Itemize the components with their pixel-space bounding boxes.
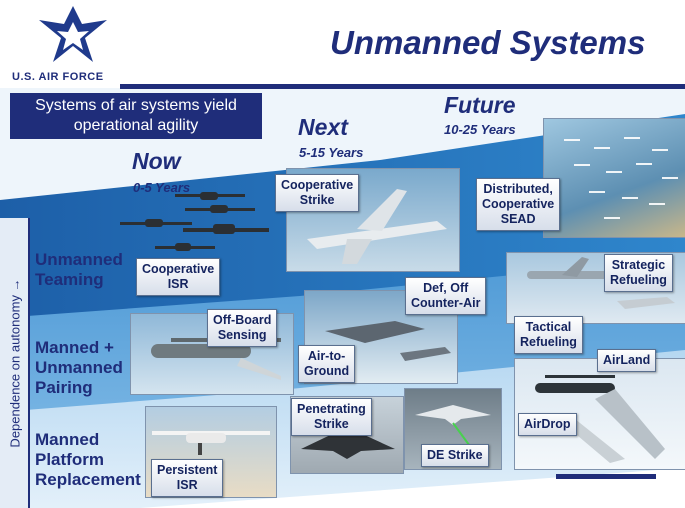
drone-formation-image xyxy=(120,192,269,251)
label-tactical-refueling: Tactical Refueling xyxy=(514,316,583,354)
label-line: Ground xyxy=(304,364,350,378)
label-line: Cooperative xyxy=(142,262,215,276)
cooperative-strike-drone-icon xyxy=(307,189,447,264)
label-line: Penetrating xyxy=(297,402,366,416)
label-line: Air-to- xyxy=(307,349,346,363)
label-off-board-sensing: Off-Board Sensing xyxy=(207,309,278,347)
page-title: Unmanned Systems xyxy=(330,24,646,61)
label-penetrating-strike: Penetrating Strike xyxy=(291,398,372,436)
label-line: ISR xyxy=(176,478,198,492)
row-label-line: Unmanned xyxy=(35,250,123,269)
label-line: Persistent xyxy=(157,463,218,477)
label-line: ISR xyxy=(167,277,189,291)
label-line: Strategic xyxy=(611,258,666,272)
label-line: Cooperative xyxy=(482,197,555,211)
label-line: AirDrop xyxy=(524,417,571,431)
row-label-line: Platform xyxy=(35,450,104,469)
row-label-line: Teaming xyxy=(35,270,104,289)
label-line: Sensing xyxy=(217,328,267,342)
row-label-line: Pairing xyxy=(35,378,93,397)
fighter-jets-icon xyxy=(325,321,451,361)
row-label-line: Unmanned xyxy=(35,358,123,377)
label-cooperative-isr: Cooperative ISR xyxy=(136,258,221,296)
row-label-manned-platform-replacement: Manned Platform Replacement xyxy=(35,430,141,490)
label-line: SEAD xyxy=(500,212,536,226)
drone-swarm-icon xyxy=(564,137,678,219)
label-line: Cooperative xyxy=(281,178,354,192)
footer-rule xyxy=(556,474,656,479)
stage-future-years: 10-25 Years xyxy=(444,122,516,137)
row-label-unmanned-teaming: Unmanned Teaming xyxy=(35,250,123,290)
distributed-sead-image xyxy=(543,118,685,238)
logo-text: U.S. AIR FORCE xyxy=(12,71,104,83)
stage-next-years: 5-15 Years xyxy=(299,145,364,160)
label-cooperative-strike: Cooperative Strike xyxy=(275,174,360,212)
label-de-strike: DE Strike xyxy=(421,444,489,467)
autonomy-axis-bar xyxy=(0,218,30,508)
label-line: AirLand xyxy=(603,353,651,367)
stage-now-years: 0-5 Years xyxy=(133,180,191,195)
label-line: Refueling xyxy=(520,335,577,349)
light-aircraft-icon xyxy=(152,431,270,455)
row-label-line: Manned + xyxy=(35,338,114,357)
stage-future-title: Future xyxy=(444,92,516,118)
label-line: Strike xyxy=(299,193,335,207)
row-label-line: Manned xyxy=(35,430,100,449)
label-airdrop: AirDrop xyxy=(518,413,577,436)
stage-now-title: Now xyxy=(132,148,181,174)
label-strategic-refueling: Strategic Refueling xyxy=(604,254,673,292)
airlift-aircraft-icon xyxy=(535,375,665,463)
autonomy-axis-label: Dependence on autonomy → xyxy=(7,278,23,448)
label-line: DE Strike xyxy=(427,448,483,462)
tanker-aircraft-icon xyxy=(527,257,675,309)
label-line: Off-Board xyxy=(213,313,272,327)
label-line: Distributed, xyxy=(483,182,553,196)
row-label-line: Replacement xyxy=(35,470,141,489)
row-label-manned-unmanned-pairing: Manned + Unmanned Pairing xyxy=(35,338,123,398)
label-distributed-sead: Distributed, Cooperative SEAD xyxy=(476,178,561,231)
label-line: Strike xyxy=(314,417,349,431)
air-force-wings-logo xyxy=(39,6,107,62)
subtitle-banner: Systems of air systems yield operational… xyxy=(10,93,262,139)
label-airland: AirLand xyxy=(597,349,657,372)
label-line: Tactical xyxy=(525,320,572,334)
stealth-bomber-icon xyxy=(301,427,395,459)
stage-next-title: Next xyxy=(298,114,348,140)
label-line: Counter-Air xyxy=(411,296,481,310)
label-air-to-ground: Air-to- Ground xyxy=(298,345,356,383)
label-line: Def, Off xyxy=(423,281,469,295)
label-persistent-isr: Persistent ISR xyxy=(151,459,224,497)
label-line: Refueling xyxy=(610,273,667,287)
label-def-off-counter-air: Def, Off Counter-Air xyxy=(405,277,487,315)
title-rule xyxy=(120,84,685,89)
